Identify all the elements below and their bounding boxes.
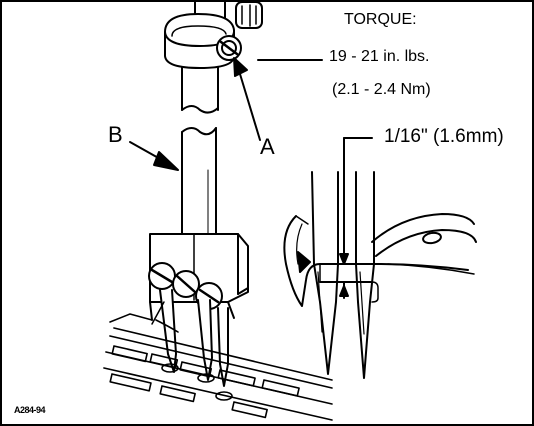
clearance-dimension — [339, 137, 373, 299]
torque-imperial-value: 19 - 21 in. lbs. — [329, 48, 430, 65]
torque-heading: TORQUE: — [344, 11, 417, 28]
needle-bar-upper — [181, 2, 226, 114]
collar-set-screw — [216, 35, 242, 61]
arrow-a — [233, 57, 261, 141]
throat-plate — [103, 313, 333, 421]
needle-bar-collar — [164, 2, 263, 69]
torque-metric-value: (2.1 - 2.4 Nm) — [332, 81, 431, 98]
needle-bar-lower — [181, 127, 217, 237]
clearance-value: 1/16" (1.6mm) — [384, 126, 504, 147]
label-b: B — [108, 122, 123, 147]
label-a: A — [260, 134, 275, 159]
needle-clamp-screws — [148, 262, 223, 310]
figure-id: A284-94 — [14, 405, 46, 415]
detail-spreader — [371, 213, 477, 275]
arrow-b — [129, 141, 179, 171]
